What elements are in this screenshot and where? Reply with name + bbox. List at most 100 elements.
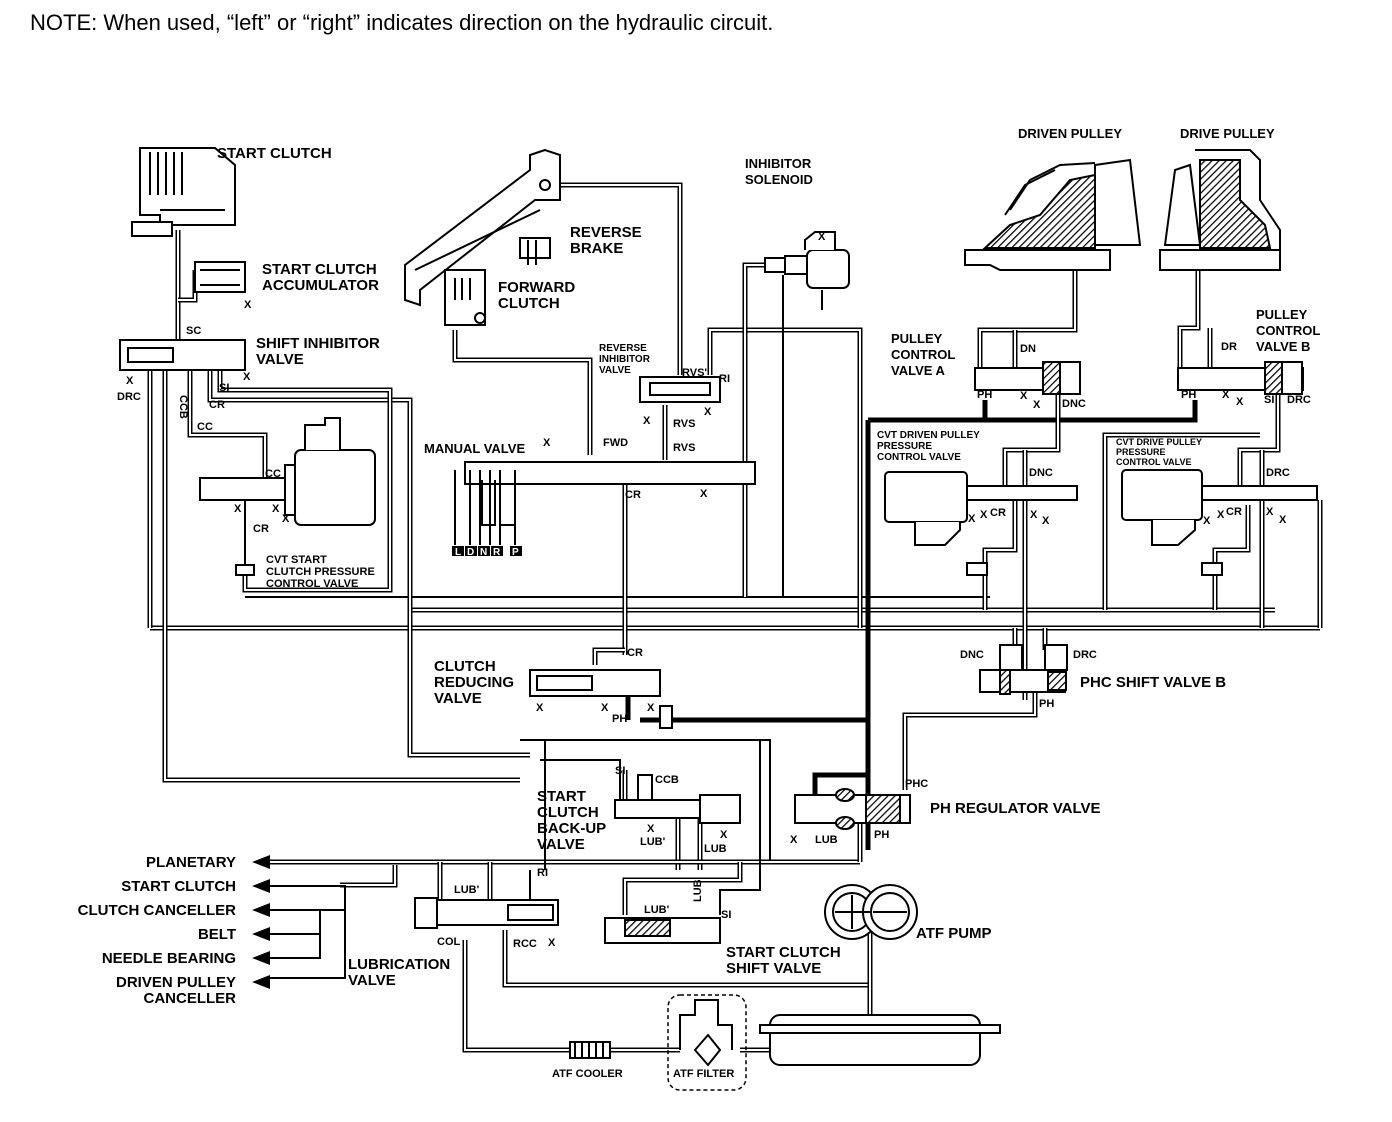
port-x: X xyxy=(643,415,651,427)
label-atf-cooler: ATF COOLER xyxy=(552,1068,623,1080)
port-x: X xyxy=(536,702,544,714)
port-x: X xyxy=(700,488,708,500)
port-x: X xyxy=(1222,389,1230,401)
label-cvt-driven-pcv-3: CONTROL VALVE xyxy=(877,452,961,463)
label-cvt-start-clutch-pcv-2: CLUTCH PRESSURE xyxy=(266,566,375,578)
diagram-note: NOTE: When used, “left” or “right” indic… xyxy=(30,10,774,35)
manual-valve-positions: L D N R P xyxy=(452,546,522,558)
port-lub-prime: LUB' xyxy=(640,836,666,848)
label-reverse-brake-1: REVERSE xyxy=(570,224,642,241)
position-d: D xyxy=(467,547,474,558)
port-ri: RI xyxy=(719,373,730,385)
label-start-clutch-accumulator-1: START CLUTCH xyxy=(262,261,377,278)
port-lub: LUB xyxy=(704,843,727,855)
port-col: COL xyxy=(437,936,461,948)
cvt-start-clutch-pcv-drawing xyxy=(199,417,376,576)
port-x: X xyxy=(234,503,242,515)
port-dr: DR xyxy=(1221,341,1237,353)
port-cr: CR xyxy=(1226,506,1242,518)
port-ph: PH xyxy=(612,713,627,725)
port-x: X xyxy=(282,513,290,525)
port-dnc: DNC xyxy=(1029,467,1053,479)
port-si: SI xyxy=(1264,394,1274,406)
label-cvt-drive-pcv-1: CVT DRIVE PULLEY xyxy=(1116,437,1202,447)
port-lub: LUB xyxy=(692,879,704,902)
port-x: X xyxy=(1020,390,1028,402)
port-x: X xyxy=(1033,399,1041,411)
start-clutch-drawing xyxy=(131,147,236,237)
lubrication-arrows xyxy=(252,855,320,989)
port-x: X xyxy=(601,702,609,714)
phc-shift-valve-b-drawing xyxy=(979,644,1068,695)
cvt-drive-pulley-pcv-drawing xyxy=(1121,469,1318,576)
lubrication-valve-drawing xyxy=(414,897,559,929)
port-lub-prime: LUB' xyxy=(644,904,670,916)
label-shift-inhibitor-valve-1: SHIFT INHIBITOR xyxy=(256,335,380,352)
lube-output-needle-bearing: NEEDLE BEARING xyxy=(102,950,236,967)
label-start-clutch: START CLUTCH xyxy=(217,145,332,162)
port-x: X xyxy=(790,834,798,846)
port-x: X xyxy=(818,231,826,243)
atf-pump-drawing xyxy=(824,884,918,940)
label-reverse-inhibitor-valve-3: VALVE xyxy=(599,365,631,376)
port-x: X xyxy=(548,937,556,949)
port-x: X xyxy=(1266,506,1274,518)
port-dnc: DNC xyxy=(960,649,984,661)
port-ph: PH xyxy=(1181,389,1196,401)
label-atf-filter: ATF FILTER xyxy=(673,1068,734,1080)
label-start-clutch-backup-1: START xyxy=(537,788,586,805)
port-cr: CR xyxy=(990,507,1006,519)
label-pulley-control-valve-a-3: VALVE A xyxy=(891,363,946,378)
port-x: X xyxy=(543,437,551,449)
position-n: N xyxy=(480,547,487,558)
port-cc: CC xyxy=(197,421,213,433)
label-start-clutch-shift-valve-2: SHIFT VALVE xyxy=(726,960,821,977)
port-ccb: CCB xyxy=(655,774,679,786)
port-phc: PHC xyxy=(905,778,928,790)
label-start-clutch-backup-4: VALVE xyxy=(537,836,585,853)
label-driven-pulley: DRIVEN PULLEY xyxy=(1018,126,1122,141)
port-x: X xyxy=(980,509,988,521)
port-ccb: CCB xyxy=(177,395,189,419)
port-si: SI xyxy=(219,382,229,394)
label-drive-pulley: DRIVE PULLEY xyxy=(1180,126,1275,141)
port-cr: CR xyxy=(209,399,225,411)
lube-output-planetary: PLANETARY xyxy=(146,854,236,871)
label-cvt-driven-pcv-1: CVT DRIVEN PULLEY xyxy=(877,430,980,441)
label-pulley-control-valve-a-1: PULLEY xyxy=(891,331,943,346)
label-cvt-driven-pcv-2: PRESSURE xyxy=(877,441,932,452)
port-x: X xyxy=(647,702,655,714)
label-forward-clutch-2: CLUTCH xyxy=(498,295,560,312)
port-drc: DRC xyxy=(117,391,141,403)
label-lubrication-valve-1: LUBRICATION xyxy=(348,956,450,973)
port-si: SI xyxy=(615,765,625,777)
port-fwd: FWD xyxy=(603,437,628,449)
label-pulley-control-valve-b-1: PULLEY xyxy=(1256,307,1308,322)
label-forward-clutch-1: FORWARD xyxy=(498,279,575,296)
label-clutch-reducing-valve-3: VALVE xyxy=(434,690,482,707)
port-dnc: DNC xyxy=(1062,398,1086,410)
lube-output-canceller: CANCELLER xyxy=(144,990,237,1007)
start-clutch-backup-valve-drawing xyxy=(614,774,741,824)
label-pulley-control-valve-b-2: CONTROL xyxy=(1256,323,1320,338)
label-pulley-control-valve-a-2: CONTROL xyxy=(891,347,955,362)
port-rvs-prime: RVS' xyxy=(682,367,707,379)
label-clutch-reducing-valve-2: REDUCING xyxy=(434,674,514,691)
label-clutch-reducing-valve-1: CLUTCH xyxy=(434,658,496,675)
component-labels: START CLUTCH START CLUTCH ACCUMULATOR SH… xyxy=(217,126,1320,1080)
port-drc: DRC xyxy=(1266,467,1290,479)
start-clutch-shift-valve-drawing xyxy=(604,917,721,944)
label-phc-shift-valve-b: PHC SHIFT VALVE B xyxy=(1080,674,1226,691)
label-cvt-drive-pcv-3: CONTROL VALVE xyxy=(1116,457,1192,467)
shift-inhibitor-valve-drawing xyxy=(119,339,246,371)
port-x: X xyxy=(126,375,134,387)
port-x: X xyxy=(704,406,712,418)
port-lub-prime: LUB' xyxy=(454,884,480,896)
port-dn: DN xyxy=(1020,343,1036,355)
label-start-clutch-accumulator-2: ACCUMULATOR xyxy=(262,277,379,294)
cvt-driven-pulley-pcv-drawing xyxy=(884,471,1078,576)
port-x: X xyxy=(1042,515,1050,527)
lube-output-start-clutch: START CLUTCH xyxy=(121,878,236,895)
label-reverse-inhibitor-valve-2: INHIBITOR xyxy=(599,354,651,365)
